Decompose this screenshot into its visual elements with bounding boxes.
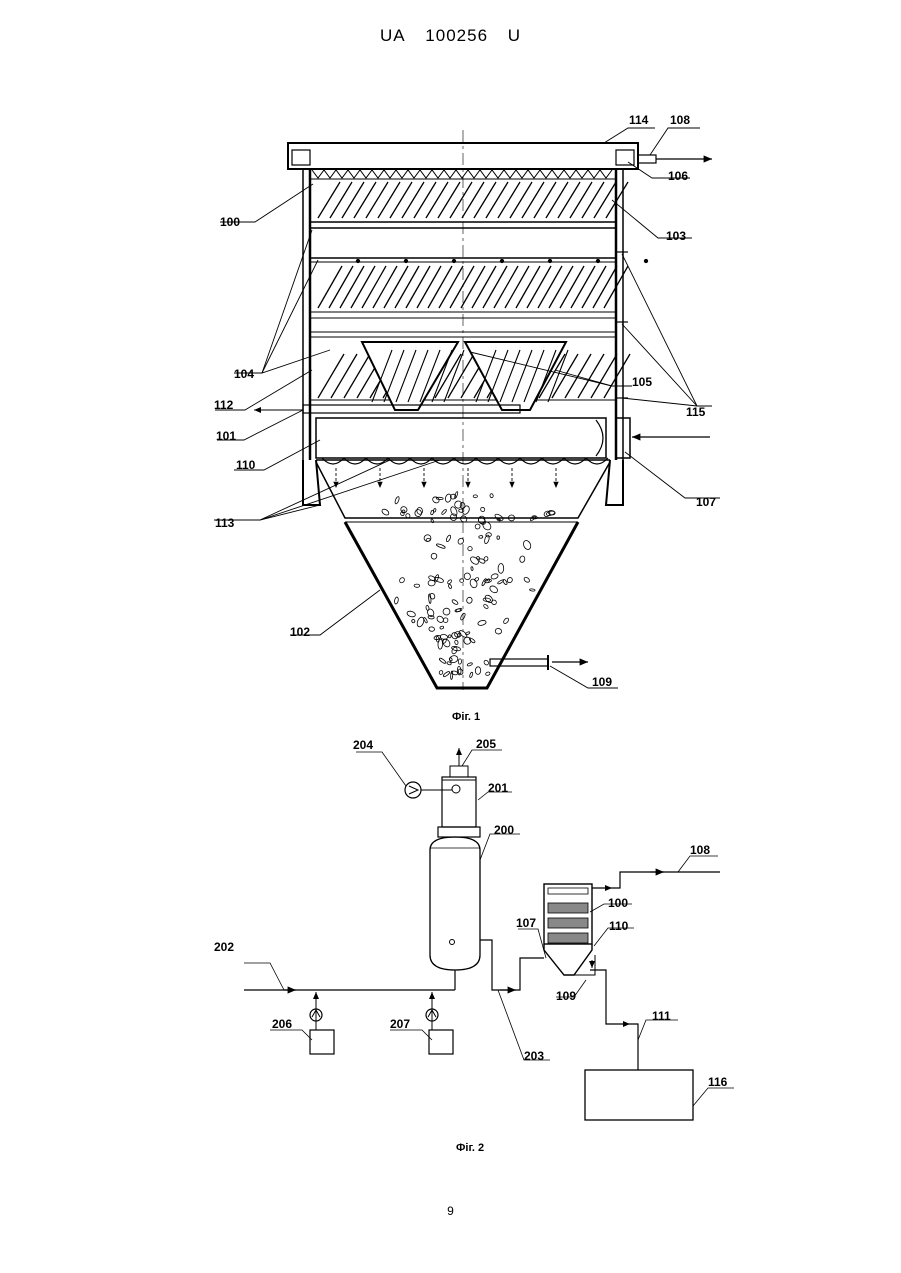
fig1-label-110: 110 (236, 458, 256, 472)
fig2-label-116: 116 (708, 1075, 728, 1089)
fig2-column-201 (442, 777, 476, 827)
fig2-tank-206 (310, 1030, 334, 1054)
fig1-label-104: 104 (234, 367, 254, 381)
fig1-sawtooth-weir (312, 170, 612, 178)
fig2-leaders (244, 750, 734, 1106)
fig1-label-115: 115 (686, 405, 706, 419)
fig2-label-206: 206 (272, 1017, 292, 1031)
fig2-tank-116 (585, 1070, 693, 1120)
fig2-label-109: 109 (556, 989, 576, 1003)
page-number: 9 (0, 1204, 901, 1218)
fig1-apparatus (254, 130, 712, 690)
fig1-label-107: 107 (696, 495, 716, 509)
fig2-label-100: 100 (608, 896, 628, 910)
fig2-label-108: 108 (690, 843, 710, 857)
fig1-plate-pack-top (318, 182, 628, 218)
fig2-label-207: 207 (390, 1017, 410, 1031)
fig2-label-111: 111 (652, 1009, 671, 1023)
fig1-label-113: 113 (215, 516, 235, 530)
fig2-label-205: 205 (476, 737, 496, 751)
fig2-label-202: 202 (214, 940, 234, 954)
fig1-distributor (316, 418, 606, 458)
fig1-outlet-pipe (638, 155, 656, 163)
fig1-label-100: 100 (220, 215, 240, 229)
fig2-vent (450, 766, 468, 777)
fig1-leaders (214, 128, 720, 688)
fig1-label-101: 101 (216, 429, 236, 443)
fig1-label-109: 109 (592, 675, 612, 689)
fig1-label-108: 108 (670, 113, 690, 127)
fig2-process-scheme (244, 748, 720, 1120)
fig2-label-110: 110 (609, 919, 629, 933)
fig2-label-204: 204 (353, 738, 373, 752)
fig2-vessel-200 (430, 837, 480, 970)
fig1-right-trough (616, 150, 634, 165)
fig2-label-201: 201 (488, 781, 508, 795)
fig1-left-trough (292, 150, 310, 165)
fig2-label-203: 203 (524, 1049, 544, 1063)
fig1-label-102: 102 (290, 625, 310, 639)
fig1-label-106: 106 (668, 169, 688, 183)
fig1-label-114: 114 (629, 113, 649, 127)
fig1-label-105: 105 (632, 375, 652, 389)
fig1-caption: Фіг. 1 (452, 711, 480, 723)
fig2-label-200: 200 (494, 823, 514, 837)
fig2-caption: Фіг. 2 (456, 1142, 484, 1154)
fig1-label-112: 112 (214, 398, 234, 412)
fig1-label-103: 103 (666, 229, 686, 243)
fig2-tank-207 (429, 1030, 453, 1054)
fig1-sludge-particles (381, 491, 556, 679)
fig1-plate-pack-middle (318, 260, 648, 309)
fig2-label-107: 107 (516, 916, 536, 930)
